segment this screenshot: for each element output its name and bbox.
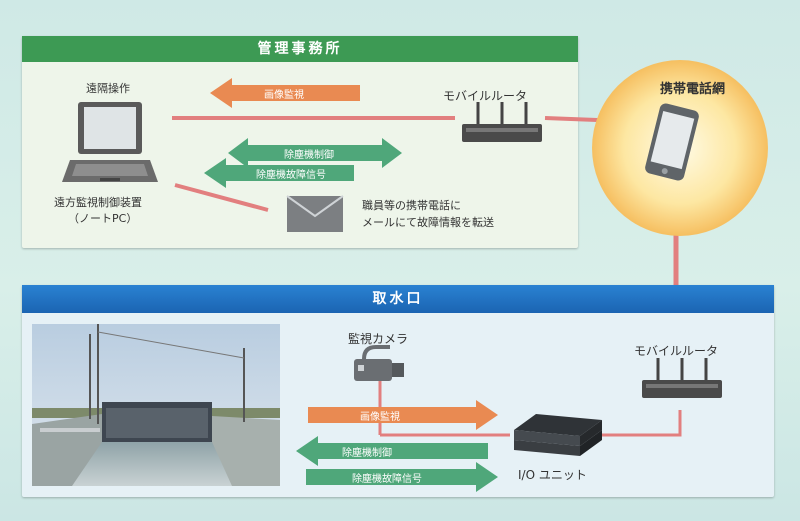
pc-mail-link	[174, 183, 269, 212]
office-image-monitor-label: 画像監視	[264, 90, 304, 101]
smartphone-icon[interactable]	[640, 102, 704, 182]
office-panel-title: 管理事務所	[22, 36, 578, 62]
mobile-network-label: 携帯電話網	[660, 82, 726, 97]
intake-router-label: モバイルルータ	[634, 344, 719, 358]
intake-fault-label: 除塵機故障信号	[352, 474, 422, 485]
mail-line2: メールにて故障情報を転送	[362, 216, 494, 229]
surveillance-camera-icon[interactable]	[350, 345, 410, 385]
pc-label-line1: 遠方監視制御装置	[54, 196, 142, 209]
intake-panel-title: 取水口	[22, 285, 774, 313]
laptop-icon[interactable]	[60, 98, 170, 190]
office-control-label: 除塵機制御	[284, 150, 334, 161]
mail-line1: 職員等の携帯電話に	[362, 199, 461, 212]
intake-router-icon[interactable]	[638, 356, 728, 406]
office-fault-label: 除塵機故障信号	[256, 170, 326, 181]
io-router-link	[600, 410, 682, 437]
camera-label: 監視カメラ	[348, 332, 409, 346]
io-unit-icon[interactable]	[508, 408, 604, 460]
remote-operation-label: 遠隔操作	[86, 82, 130, 95]
intake-fault-arrow	[306, 462, 498, 492]
office-router-label: モバイルルータ	[443, 89, 528, 103]
io-unit-label: I/O ユニット	[518, 468, 587, 482]
pc-label-line2: （ノートPC）	[68, 212, 138, 225]
office-image-monitor-arrow	[210, 78, 360, 108]
office-fault-arrow	[204, 158, 354, 188]
mail-icon	[286, 195, 344, 232]
office-router-icon[interactable]	[458, 100, 548, 150]
intake-control-label: 除塵機制御	[342, 448, 392, 459]
intake-control-arrow	[296, 436, 488, 466]
intake-photo	[32, 324, 280, 486]
intake-image-monitor-label: 画像監視	[360, 412, 400, 423]
intake-image-monitor-arrow	[308, 400, 498, 430]
office-control-arrow	[228, 138, 402, 168]
